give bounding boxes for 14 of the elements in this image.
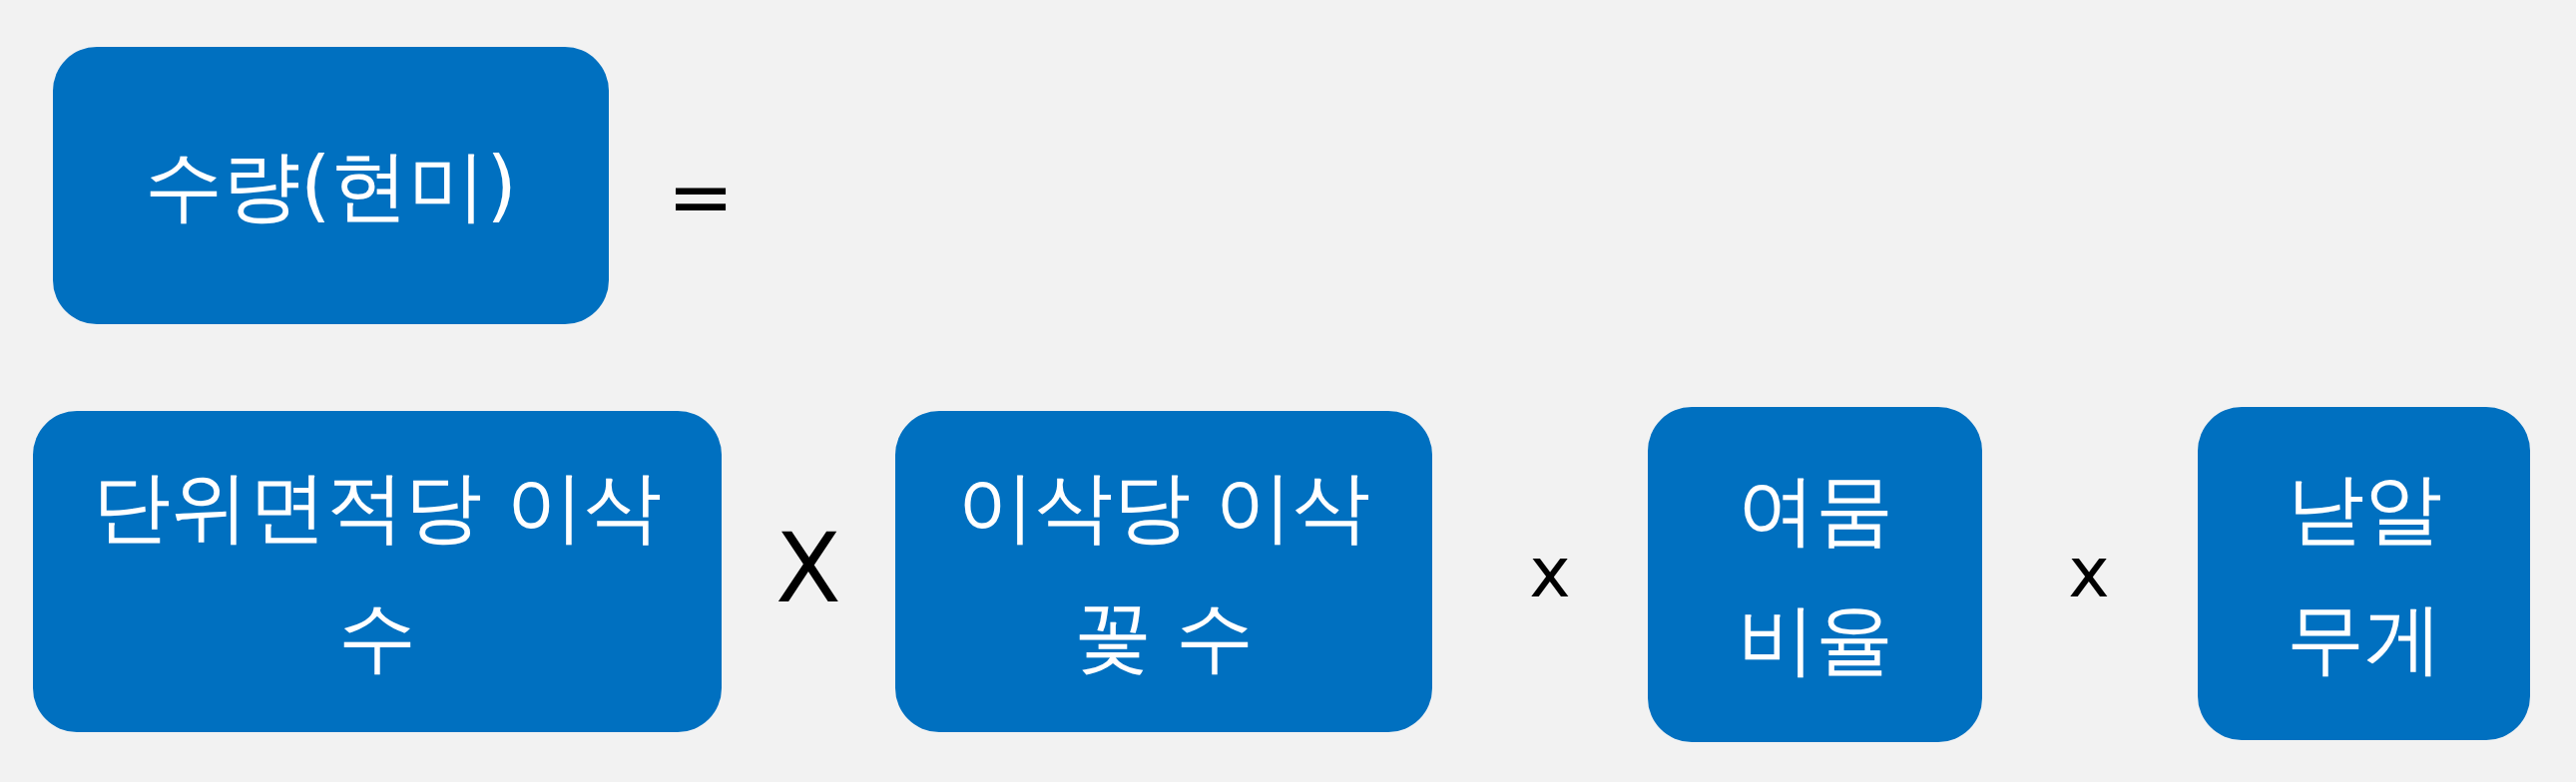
multiplication-sign: x — [1529, 538, 1571, 607]
term-text: 수량(현미) — [145, 140, 517, 232]
term-box — [895, 411, 1432, 732]
term-box — [2198, 407, 2530, 740]
term-box — [1648, 407, 1982, 742]
term-text: 여뭄 비율 — [1736, 464, 1894, 686]
multiplication-sign: x — [2068, 538, 2110, 607]
multiplication-sign: X — [775, 521, 841, 616]
term-box — [33, 411, 722, 732]
term-text: 낟알 무게 — [2285, 463, 2443, 685]
term-text: 단위면적당 이삭수 — [91, 461, 664, 683]
equals-sign: = — [667, 158, 735, 237]
term-box — [53, 47, 609, 324]
term-text: 이삭당 이삭꽃 수 — [955, 461, 1372, 683]
